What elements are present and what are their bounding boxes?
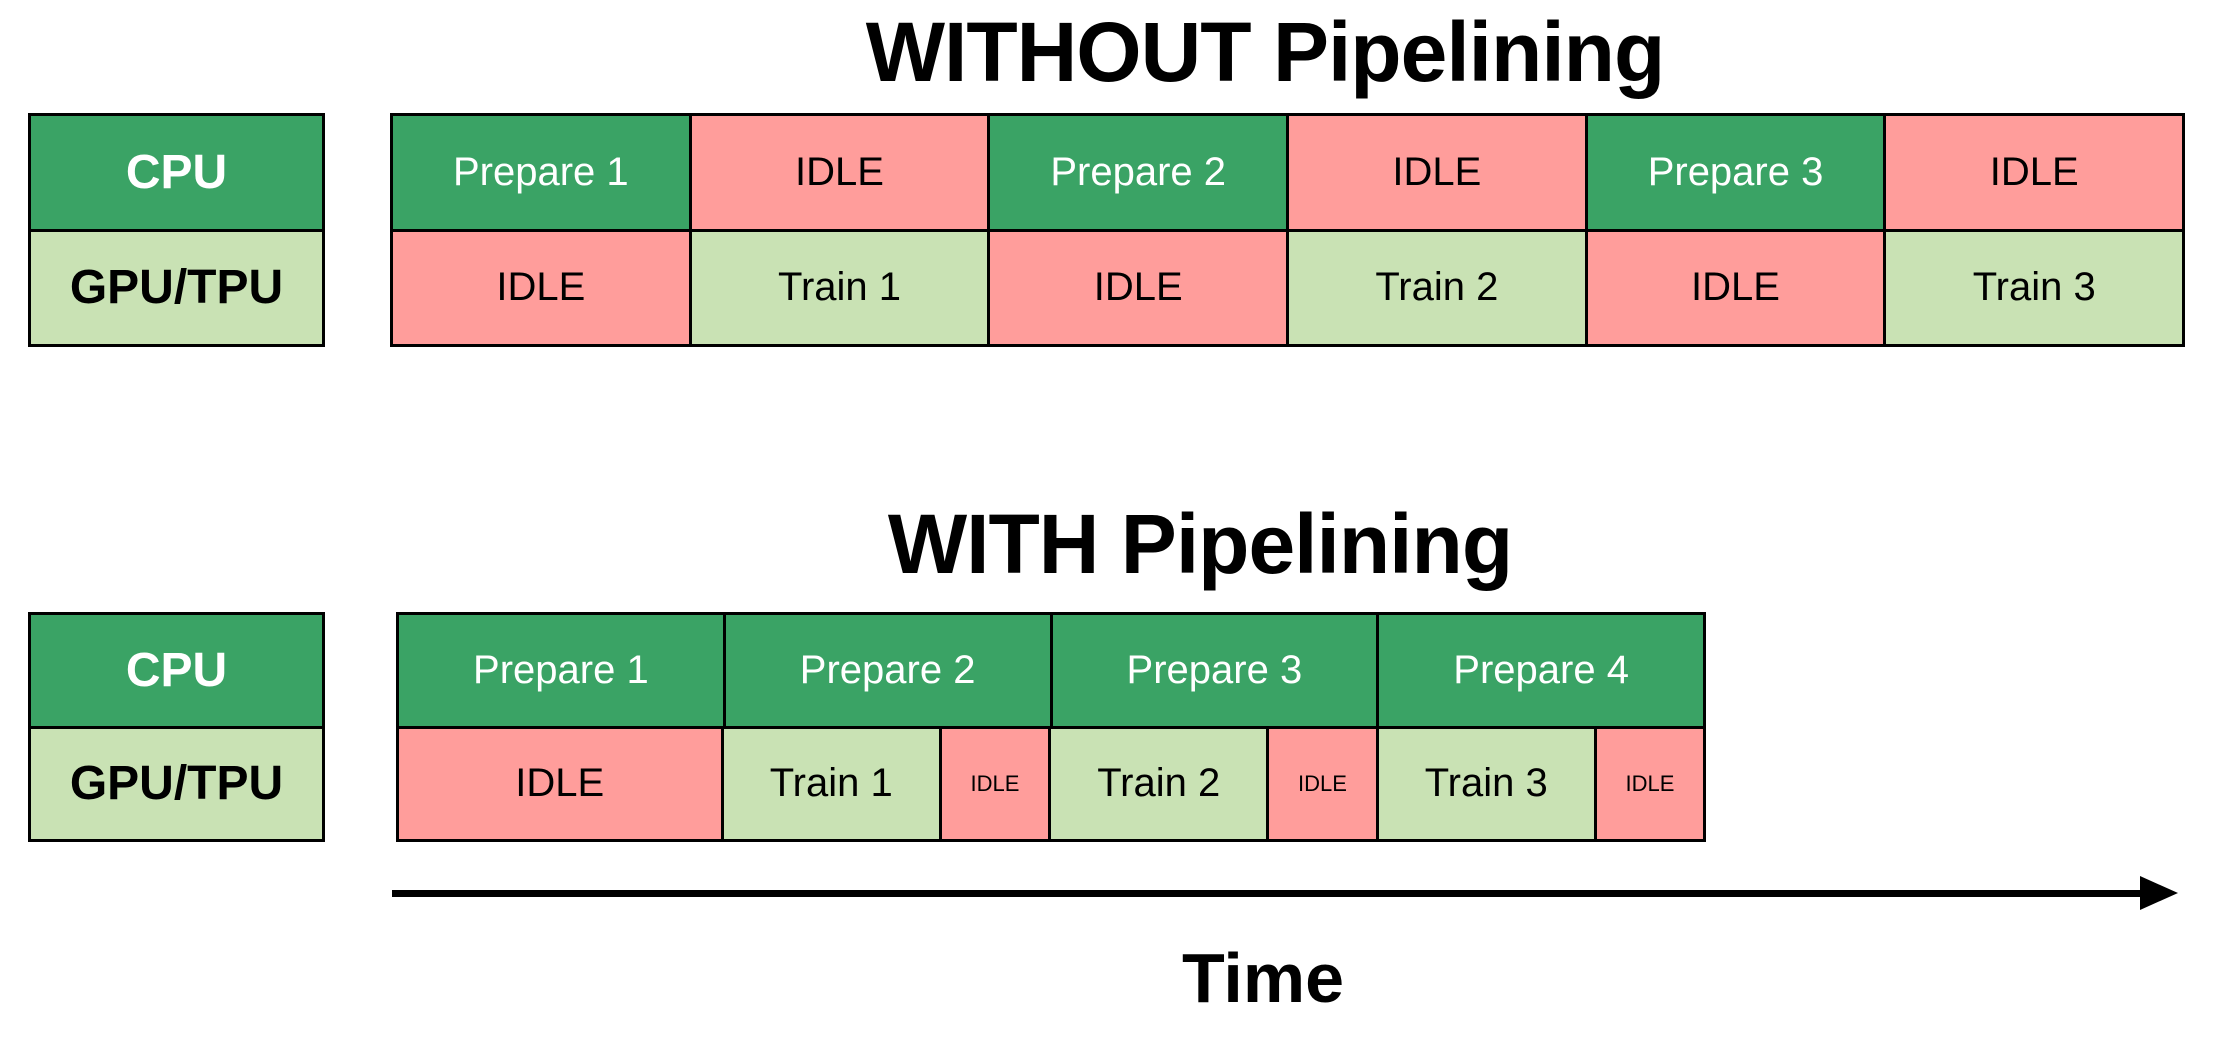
with-cpu-label-row: CPU xyxy=(31,615,322,726)
without-pipelining-title: WITHOUT Pipelining xyxy=(865,5,1666,99)
with-timeline-table: Prepare 1 Prepare 2 Prepare 3 Prepare 4 … xyxy=(396,612,1706,842)
without-gpu-label: GPU/TPU xyxy=(31,231,322,344)
timeline-cell: IDLE xyxy=(1286,116,1585,229)
timeline-cell: Prepare 4 xyxy=(1376,615,1703,726)
timeline-cell: Train 1 xyxy=(688,231,988,344)
timeline-cell: IDLE xyxy=(399,728,721,839)
timeline-cell: Train 2 xyxy=(1286,231,1585,344)
timeline-cell: Train 3 xyxy=(1883,231,2183,344)
with-gpu-label: GPU/TPU xyxy=(31,728,322,839)
timeline-cell: IDLE xyxy=(1266,728,1376,839)
timeline-cell: Train 3 xyxy=(1375,728,1594,839)
time-arrow-head-icon xyxy=(2140,876,2178,910)
without-cpu-label: CPU xyxy=(31,116,322,229)
timeline-cell: Train 2 xyxy=(1048,728,1267,839)
without-gpu-row: IDLE Train 1 IDLE Train 2 IDLE Train 3 xyxy=(393,228,2183,344)
without-gpu-label-row: GPU/TPU xyxy=(31,228,322,344)
without-device-label-box: CPU GPU/TPU xyxy=(28,113,325,347)
time-arrow-line xyxy=(392,890,2144,897)
timeline-cell: Train 1 xyxy=(720,728,939,839)
time-axis-label: Time xyxy=(1181,939,1345,1017)
timeline-cell: Prepare 3 xyxy=(1049,615,1377,726)
without-cpu-label-row: CPU xyxy=(31,116,322,229)
timeline-cell: Prepare 2 xyxy=(987,116,1287,229)
with-cpu-label: CPU xyxy=(31,615,322,726)
without-cpu-row: Prepare 1 IDLE Prepare 2 IDLE Prepare 3 … xyxy=(393,116,2183,229)
timeline-cell: IDLE xyxy=(938,728,1048,839)
with-cpu-row: Prepare 1 Prepare 2 Prepare 3 Prepare 4 xyxy=(399,615,1703,726)
with-device-label-box: CPU GPU/TPU xyxy=(28,612,325,842)
with-gpu-row: IDLE Train 1 IDLE Train 2 IDLE Train 3 I… xyxy=(399,725,1703,839)
timeline-cell: IDLE xyxy=(1883,116,2183,229)
with-gpu-label-row: GPU/TPU xyxy=(31,725,322,839)
without-timeline-table: Prepare 1 IDLE Prepare 2 IDLE Prepare 3 … xyxy=(390,113,2185,347)
timeline-cell: Prepare 2 xyxy=(722,615,1050,726)
timeline-cell: IDLE xyxy=(987,231,1287,344)
with-pipelining-title: WITH Pipelining xyxy=(887,497,1513,591)
timeline-cell: IDLE xyxy=(393,231,689,344)
timeline-cell: Prepare 3 xyxy=(1584,116,1884,229)
timeline-cell: IDLE xyxy=(1593,728,1703,839)
timeline-cell: IDLE xyxy=(1584,231,1884,344)
timeline-cell: Prepare 1 xyxy=(399,615,723,726)
timeline-cell: IDLE xyxy=(688,116,988,229)
timeline-cell: Prepare 1 xyxy=(393,116,689,229)
